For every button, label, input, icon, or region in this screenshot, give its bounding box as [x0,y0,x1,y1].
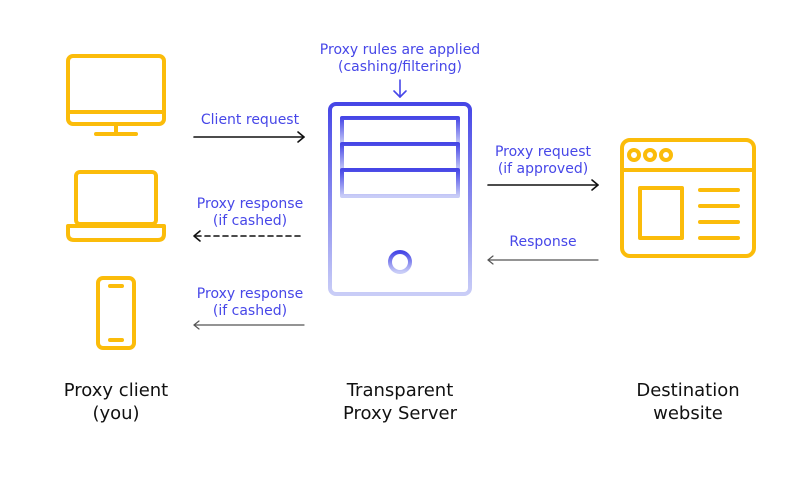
smartphone-icon [96,276,136,350]
client-request-arrow [193,131,305,143]
rules-down-arrow [393,79,407,98]
client-request-label: Client request [180,112,320,129]
proxy-response-2-line1: Proxy response [196,286,304,302]
browser-window-icon [620,138,756,258]
server-caption-line1: Transparent [346,380,454,401]
client-caption: Proxy client (you) [36,379,196,425]
proxy-response-2-line2: (if cashed) [212,303,288,319]
client-request-text: Client request [200,112,300,128]
proxy-response-label-2: Proxy response (if cashed) [180,286,320,320]
proxy-request-label: Proxy request (if approved) [473,144,613,178]
proxy-rules-line1: Proxy rules are applied [319,42,481,58]
client-caption-line2: (you) [92,403,140,424]
response-arrow [487,255,599,265]
proxy-request-line2: (if approved) [497,161,589,177]
proxy-response-1-line2: (if cashed) [212,213,288,229]
proxy-response-dashed-arrow [193,230,305,242]
response-label: Response [473,234,613,251]
desktop-monitor-icon [66,54,166,136]
proxy-response-arrow [193,320,305,330]
laptop-icon [66,170,166,242]
client-caption-line1: Proxy client [63,380,169,401]
response-text: Response [509,234,577,250]
destination-caption: Destination website [608,379,768,425]
proxy-request-arrow [487,179,599,191]
destination-caption-line2: website [653,403,723,424]
server-tower-icon [328,102,472,296]
proxy-request-line1: Proxy request [494,144,592,160]
server-caption-line2: Proxy Server [342,403,458,424]
proxy-rules-label: Proxy rules are applied (cashing/filteri… [290,42,510,76]
proxy-response-1-line1: Proxy response [196,196,304,212]
proxy-response-label-1: Proxy response (if cashed) [180,196,320,230]
destination-caption-line1: Destination [636,380,740,401]
server-caption: Transparent Proxy Server [310,379,490,425]
proxy-rules-line2: (cashing/filtering) [338,59,462,75]
